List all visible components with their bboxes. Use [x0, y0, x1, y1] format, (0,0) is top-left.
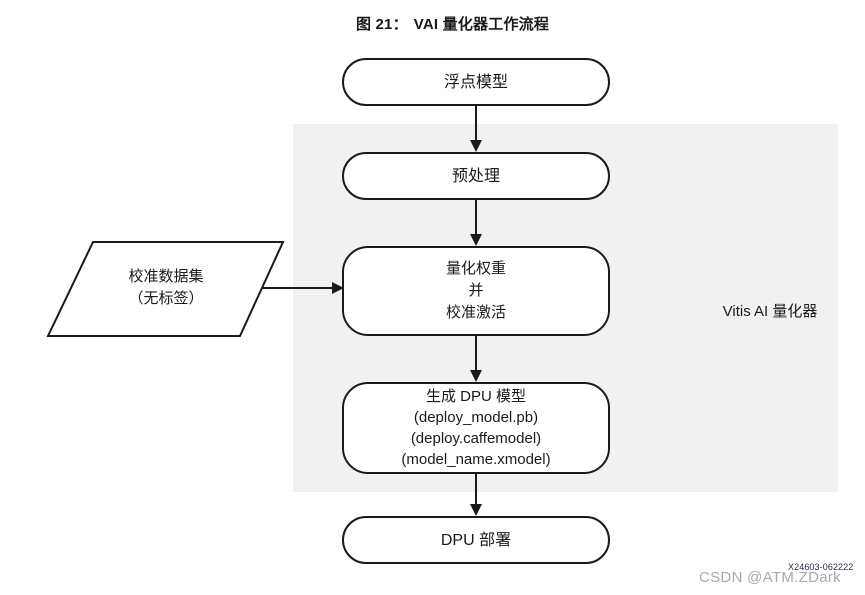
arrow-preprocess-to-quantize [470, 200, 482, 246]
figure-number: 图 21： [355, 16, 408, 33]
node-generate-line-4: (model_name.xmodel) [401, 451, 551, 468]
arrow-down-icon [470, 234, 482, 246]
node-generate-line-1: 生成 DPU 模型 [425, 388, 526, 405]
arrow-line [475, 336, 477, 371]
calibration-dataset-parallelogram [46, 241, 285, 337]
node-preprocess: 预处理 [342, 152, 610, 200]
arrow-float-to-preprocess [470, 106, 482, 152]
arrow-right-icon [332, 282, 344, 294]
arrow-generate-to-deploy [470, 474, 482, 516]
node-generate-dpu-model: 生成 DPU 模型 (deploy_model.pb) (deploy.caff… [342, 382, 610, 474]
node-quantize-line-1: 量化权重 [445, 260, 506, 277]
node-float-model: 浮点模型 [342, 58, 610, 106]
node-preprocess-label: 预处理 [451, 167, 500, 185]
node-generate-line-2: (deploy_model.pb) [413, 409, 539, 426]
figure-reference-id: X24603-062222 [788, 562, 854, 572]
node-float-model-label: 浮点模型 [443, 73, 508, 91]
arrow-line [475, 474, 477, 505]
calibration-dataset-line-1: 校准数据集 [128, 268, 204, 285]
csdn-watermark: CSDN @ATM.ZDark [699, 569, 841, 586]
node-dpu-deploy-label: DPU 部署 [440, 531, 512, 549]
calibration-dataset-text: 校准数据集 （无标签） [48, 266, 284, 310]
arrow-down-icon [470, 370, 482, 382]
figure-title-text: VAI 量化器工作流程 [413, 16, 550, 33]
arrow-line [475, 200, 477, 235]
vitis-ai-quantizer-label: Vitis AI 量化器 [722, 303, 818, 320]
node-quantize-calibrate: 量化权重 并 校准激活 [342, 246, 610, 336]
node-quantize-line-3: 校准激活 [445, 304, 506, 321]
node-generate-line-3: (deploy.caffemodel) [410, 430, 542, 447]
arrow-quantize-to-generate [470, 336, 482, 382]
arrow-down-icon [470, 504, 482, 516]
arrow-dataset-to-quantize [262, 282, 344, 294]
node-quantize-line-2: 并 [468, 282, 484, 299]
node-dpu-deploy: DPU 部署 [342, 516, 610, 564]
arrow-line [475, 106, 477, 141]
calibration-dataset-line-2: （无标签） [128, 290, 204, 307]
arrow-down-icon [470, 140, 482, 152]
arrow-line [262, 287, 332, 289]
figure-title: 图 21： VAI 量化器工作流程 [0, 13, 865, 34]
